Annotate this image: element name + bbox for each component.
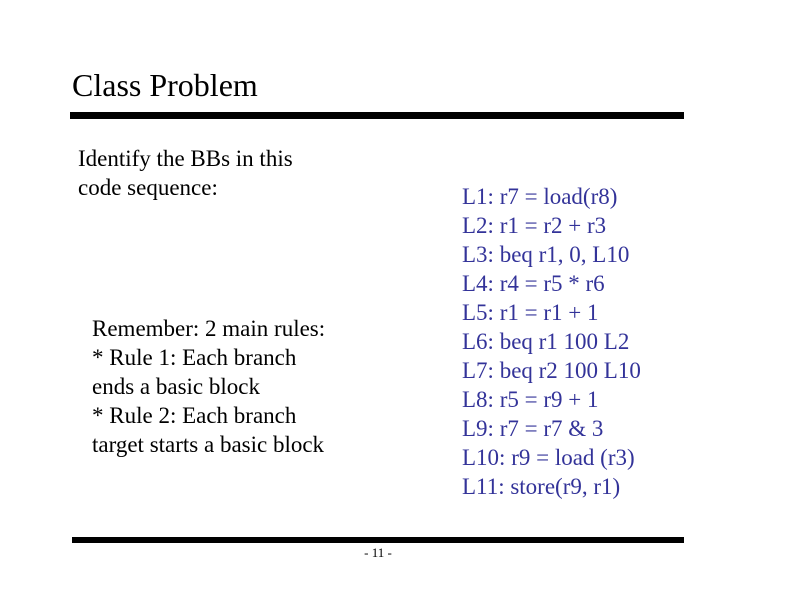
code-line: L8: r5 = r9 + 1 [462,387,599,412]
code-line: L10: r9 = load (r3) [462,445,635,470]
rules-text: Remember: 2 main rules: * Rule 1: Each b… [92,314,325,459]
code-line: L1: r7 = load(r8) [462,184,618,209]
code-listing: L1: r7 = load(r8) L2: r1 = r2 + r3 L3: b… [462,182,641,501]
code-line: L6: beq r1 100 L2 [462,329,630,354]
intro-text: Identify the BBs in this code sequence: [78,144,293,202]
rule-line: * Rule 1: Each branch [92,345,297,370]
title-underline-rule [70,112,684,119]
code-line: L9: r7 = r7 & 3 [462,416,604,441]
code-line: L2: r1 = r2 + r3 [462,213,607,238]
code-line: L3: beq r1, 0, L10 [462,242,630,267]
rule-line: * Rule 2: Each branch [92,403,297,428]
code-line: L5: r1 = r1 + 1 [462,300,599,325]
code-line: L11: store(r9, r1) [462,474,621,499]
rule-line: ends a basic block [92,374,260,399]
code-line: L4: r4 = r5 * r6 [462,271,605,296]
rule-line: Remember: 2 main rules: [92,316,326,341]
slide-title: Class Problem [72,67,258,103]
footer-rule [72,537,684,543]
intro-line: Identify the BBs in this [78,146,293,171]
page-number: - 11 - [364,545,392,560]
code-line: L7: beq r2 100 L10 [462,358,641,383]
rule-line: target starts a basic block [92,432,325,457]
intro-line: code sequence: [78,175,218,200]
